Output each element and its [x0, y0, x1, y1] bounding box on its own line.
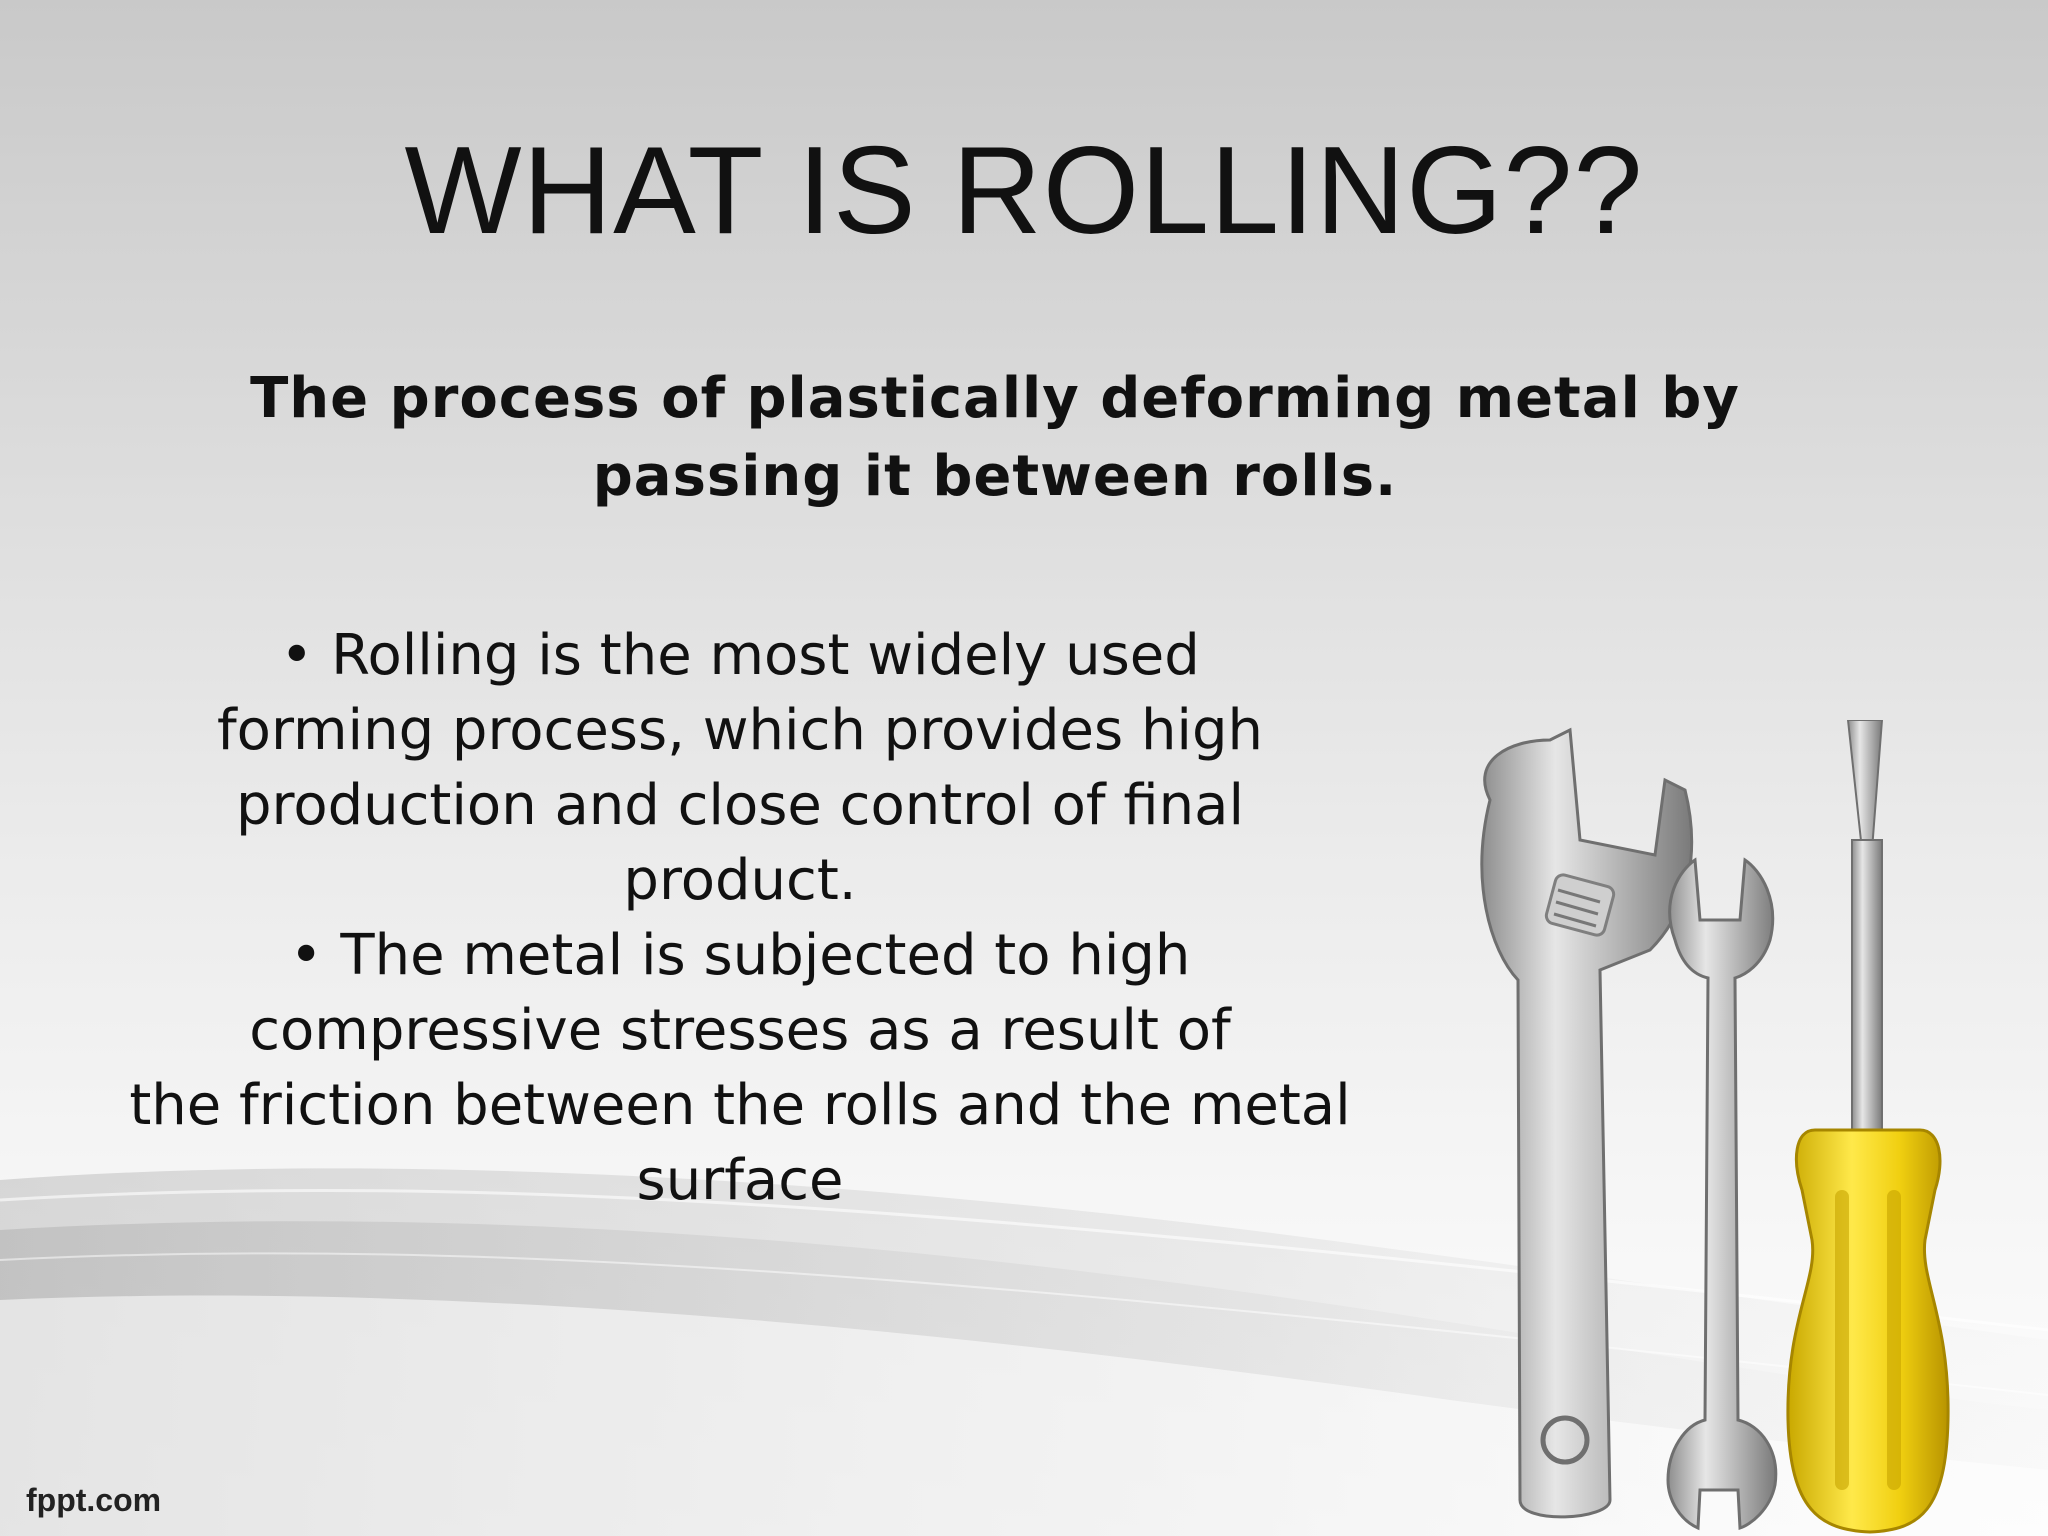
open-end-wrench-icon — [1666, 857, 1778, 1531]
bullet-line: • Rolling is the most widely used — [280, 623, 1200, 688]
adjustable-wrench-icon — [1480, 727, 1694, 1519]
bullet-line: forming process, which provides high — [216, 698, 1264, 763]
footer-brand: fppt.com — [26, 1482, 162, 1518]
bullet-line: production and close control of final — [235, 773, 1245, 838]
tools-illustration — [1480, 720, 1950, 1534]
bullet-line: compressive stresses as a result of — [249, 998, 1231, 1063]
bullet-line: surface — [636, 1148, 844, 1213]
bullet-line: • The metal is subjected to high — [289, 923, 1191, 988]
slide-title: WHAT IS ROLLING?? — [404, 122, 1644, 260]
bullet-line: the friction between the rolls and the m… — [129, 1073, 1351, 1138]
screwdriver-icon — [1786, 720, 1950, 1534]
bullet-line: product. — [623, 848, 857, 913]
bullet-text-block: • Rolling is the most widely used formin… — [70, 618, 1410, 1218]
slide-subtitle: The process of plastically deforming met… — [250, 366, 1740, 509]
